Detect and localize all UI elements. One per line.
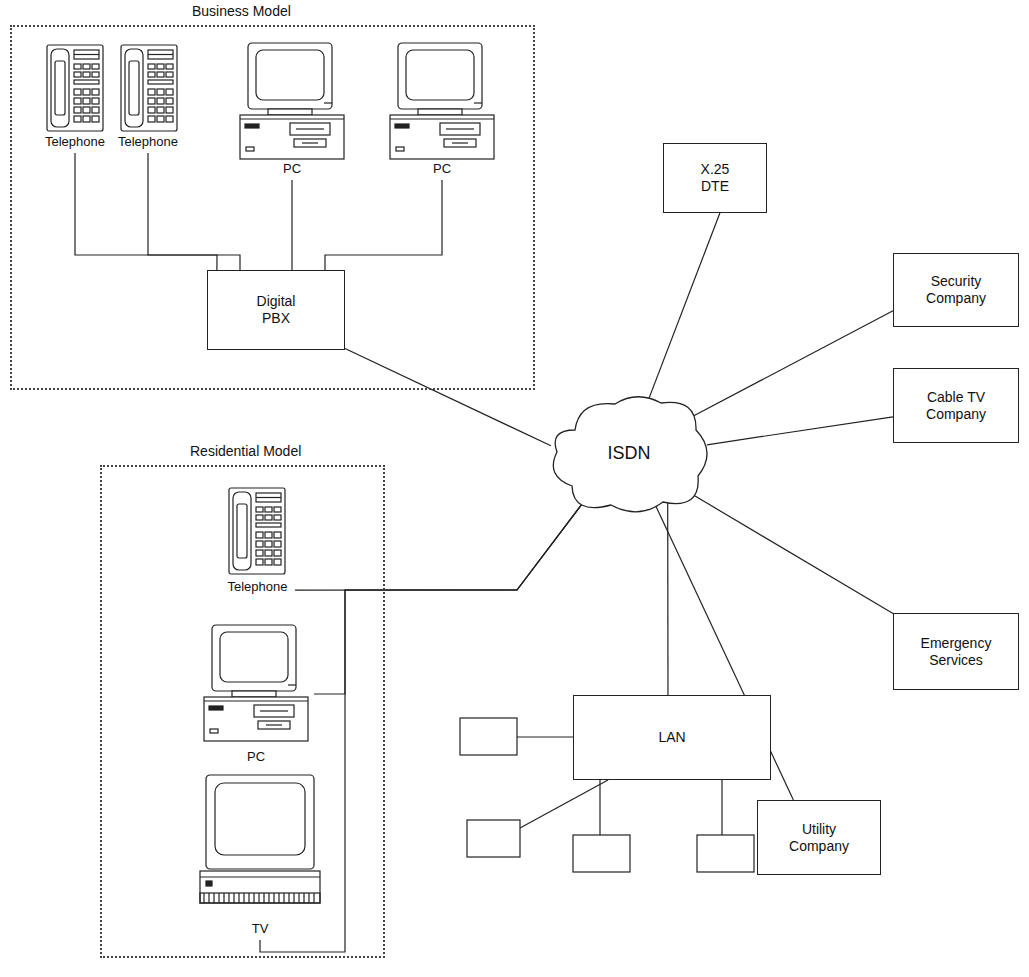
group-heading: Business Model [192, 3, 291, 20]
box-label: Digital PBX [241, 293, 311, 327]
box-label: Utility Company [779, 821, 859, 855]
isdn-cloud: ISDN [545, 390, 713, 518]
connector-line [345, 349, 551, 446]
box-label: Cable TV Company [911, 389, 1001, 423]
group-heading: Residential Model [190, 443, 301, 460]
service-box: Emergency Services [893, 613, 1019, 690]
connector-line [687, 491, 893, 613]
connector-line [707, 417, 893, 445]
box-label: LAN [658, 729, 685, 746]
dte-box: X.25 DTE [663, 143, 767, 213]
service-box: Security Company [893, 253, 1019, 327]
device-label: Telephone [228, 579, 288, 595]
service-box: Cable TV Company [893, 368, 1019, 443]
connector-line [689, 311, 893, 419]
connector-line [295, 500, 585, 590]
pc-node: PC [198, 620, 314, 768]
device-label: TV [252, 921, 269, 937]
connector-line [75, 153, 217, 270]
pc-node: PC [388, 40, 496, 180]
device-label: Telephone [118, 134, 178, 150]
connector-line [667, 502, 668, 695]
business-model-group: Business ModelTelephoneTelephonePCPCDigi… [10, 25, 535, 390]
device-label: PC [283, 161, 301, 177]
connector-line [325, 180, 442, 270]
box-label: X.25 DTE [690, 161, 740, 195]
connector-line [648, 213, 720, 401]
device-label: PC [247, 749, 265, 765]
box-label: Security Company [911, 273, 1001, 307]
telephone-node: Telephone [40, 43, 110, 153]
cloud-path [553, 397, 707, 512]
device-label: PC [433, 161, 451, 177]
connector-line [148, 153, 240, 270]
connector-line [314, 500, 585, 694]
connector-line [260, 500, 585, 952]
telephone-node: Telephone [113, 43, 183, 153]
telephone-node: Telephone [220, 486, 295, 598]
tv-node: TV [196, 772, 324, 940]
box-label: ISDN [607, 443, 650, 465]
pc-node: PC [238, 40, 346, 180]
pbx-box: Digital PBX [207, 270, 345, 350]
connector-line [291, 180, 292, 270]
device-label: Telephone [45, 134, 105, 150]
box-label: Emergency Services [911, 635, 1001, 669]
service-box: Utility Company [757, 800, 881, 875]
residential-model-group: Residential ModelTelephonePCTV [100, 465, 385, 958]
lan-box: LAN [573, 695, 771, 780]
